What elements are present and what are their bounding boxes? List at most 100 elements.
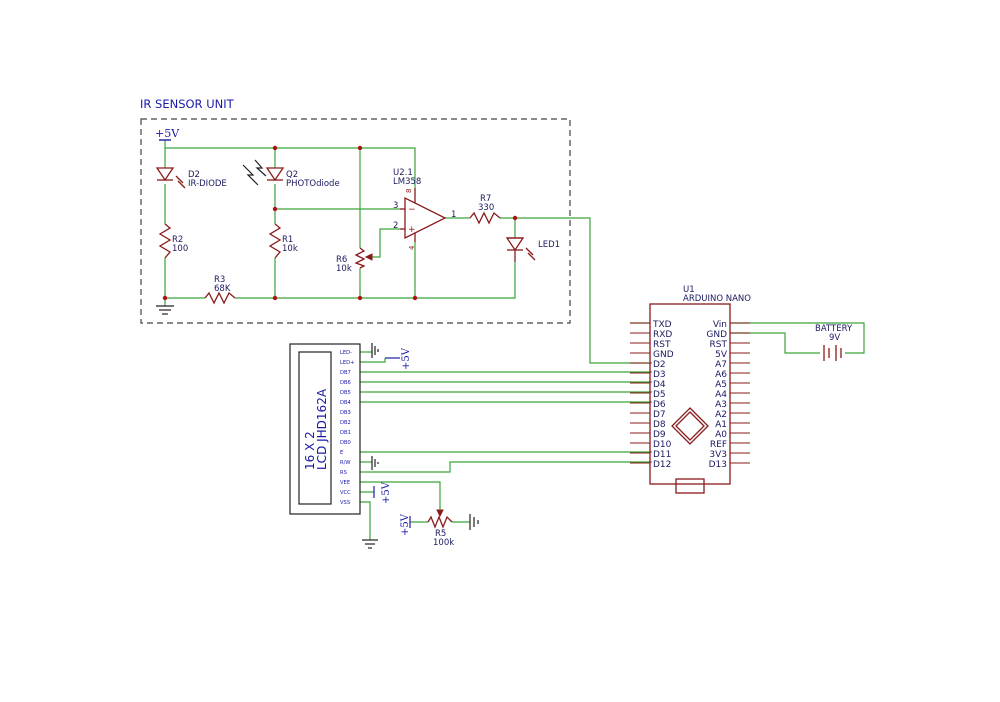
r5-ref: R5 [435,529,446,539]
resistor-r1: R1 10k [268,223,298,259]
arduino-right-pin-label: GND [706,330,727,340]
r2-ref: R2 [172,235,183,245]
arduino-nano-u1: U1 ARDUINO NANO TXDRXDRSTGNDD2D3D4D5D6D7… [630,285,751,494]
r6-ref: R6 [336,255,347,265]
arduino-right-pin-label: A1 [715,420,727,430]
arduino-right-pin-label: A4 [715,390,727,400]
lcd-pin-label: DB3 [340,410,351,416]
lcd-pin-label: DB2 [340,420,351,426]
arduino-right-pin-label: A2 [715,410,727,420]
lcd-pin-label: DB6 [340,380,351,386]
resistor-r2: R2 100 [158,223,188,259]
potentiometer-r6: R6 10k [336,247,373,274]
ground-symbol-ir [156,305,174,315]
power-5v-label: +5V [155,127,180,140]
lcd-pin-label: DB0 [340,440,351,446]
opamp-u2: − + U2.1 LM358 8 4 3 2 1 [393,168,456,250]
lcd-5v-label-b: +5V [381,481,392,504]
resistor-r7: R7 330 [469,194,501,225]
arduino-right-pin-label: RST [710,340,728,350]
r1-value: 10k [282,244,298,254]
arduino-left-pin-label: RST [653,340,671,350]
svg-text:+: + [408,225,416,235]
r5-value: 100k [433,538,454,548]
arduino-left-pin-label: D5 [653,390,666,400]
arduino-right-pin-label: REF [710,440,727,450]
q2-ref: Q2 [286,170,298,180]
u2-ref: U2.1 [393,168,413,178]
lcd-pin-label: LED- [340,350,352,356]
arduino-right-pin-label: A3 [715,400,727,410]
arduino-left-pin-label: TXD [652,320,672,330]
arduino-left-pin-label: GND [653,350,674,360]
battery-value: 9V [829,333,840,343]
r2-value: 100 [172,244,188,254]
lcd-line2: LCD JHD162A [315,388,329,470]
arduino-right-pin-label: A7 [715,360,727,370]
arduino-right-pin-label: A0 [715,430,727,440]
ir-sensor-unit-title: IR SENSOR UNIT [140,97,235,111]
u2-pin1: 1 [451,210,456,220]
battery-ref: BATTERY [815,324,853,334]
arduino-left-pin-label: D3 [653,370,666,380]
u2-pin2: 2 [393,221,398,231]
lcd-module: 16 X 2 LCD JHD162A LED- LED+ DB7DB6DB5DB4D… [289,343,361,515]
lcd-pin-label: VSS [340,500,350,506]
r7-ref: R7 [480,194,491,204]
arduino-left-pin-label: RXD [653,330,672,340]
lcd-pin-label: DB4 [340,400,352,406]
r3-value: 68K [214,284,231,294]
r5-5v-label: +5V [400,513,411,536]
arduino-right-pin-label: 3V3 [709,450,727,460]
u1-value: ARDUINO NANO [683,294,751,304]
u1-ref: U1 [683,285,695,295]
lcd-pin-label: DB1 [340,430,351,436]
r1-ref: R1 [282,235,293,245]
led1: LED1 [505,237,560,262]
lcd-pin-label: VEE [340,480,350,486]
r3-ref: R3 [214,275,225,285]
photodiode-q2: Q2 PHOTOdiode [242,159,340,189]
d2-value: IR-DIODE [188,179,227,189]
potentiometer-r5: +5V R5 100k [400,509,479,548]
r7-value: 330 [478,203,494,213]
lcd-pin-label: LED+ [340,360,355,366]
wires [164,140,865,540]
u2-value: LM358 [393,177,421,187]
junctions [162,145,518,301]
arduino-left-pin-label: D12 [653,460,671,470]
arduino-left-pin-label: D10 [653,440,672,450]
arduino-left-pin-label: D7 [653,410,666,420]
svg-text:−: − [408,205,416,215]
lcd-pin-label: VCC [340,490,351,496]
lcd-pin-label: RS [340,470,347,476]
arduino-right-pin-label: A6 [715,370,727,380]
lcd-5v-label-a: +5V [401,347,412,370]
resistor-r3: R3 68K [204,275,236,305]
lcd-power-symbols: +5V +5V [362,343,412,549]
ir-sensor-unit-boundary [140,118,571,324]
lcd-pin-label: R/W [340,460,350,466]
led1-ref: LED1 [538,240,560,250]
arduino-right-pin-label: A5 [715,380,727,390]
lcd-line1: 16 X 2 [303,431,317,470]
arduino-left-pin-label: D11 [653,450,671,460]
arduino-left-pin-label: D8 [653,420,666,430]
d2-ref: D2 [188,170,200,180]
arduino-right-pin-label: Vin [713,320,727,330]
lcd-pin-label: DB5 [340,390,351,396]
power-5v-supply: +5V [155,127,180,141]
lcd-pin-label: DB7 [340,370,351,376]
arduino-right-pin-label: 5V [715,350,728,360]
q2-value: PHOTOdiode [286,179,340,189]
arduino-left-pin-label: D6 [653,400,666,410]
battery-9v: BATTERY 9V [815,324,853,361]
u2-pin3: 3 [393,201,398,211]
arduino-left-pin-label: D2 [653,360,666,370]
lcd-pin-label: E [340,450,343,456]
u2-pin8: 8 [405,189,413,193]
